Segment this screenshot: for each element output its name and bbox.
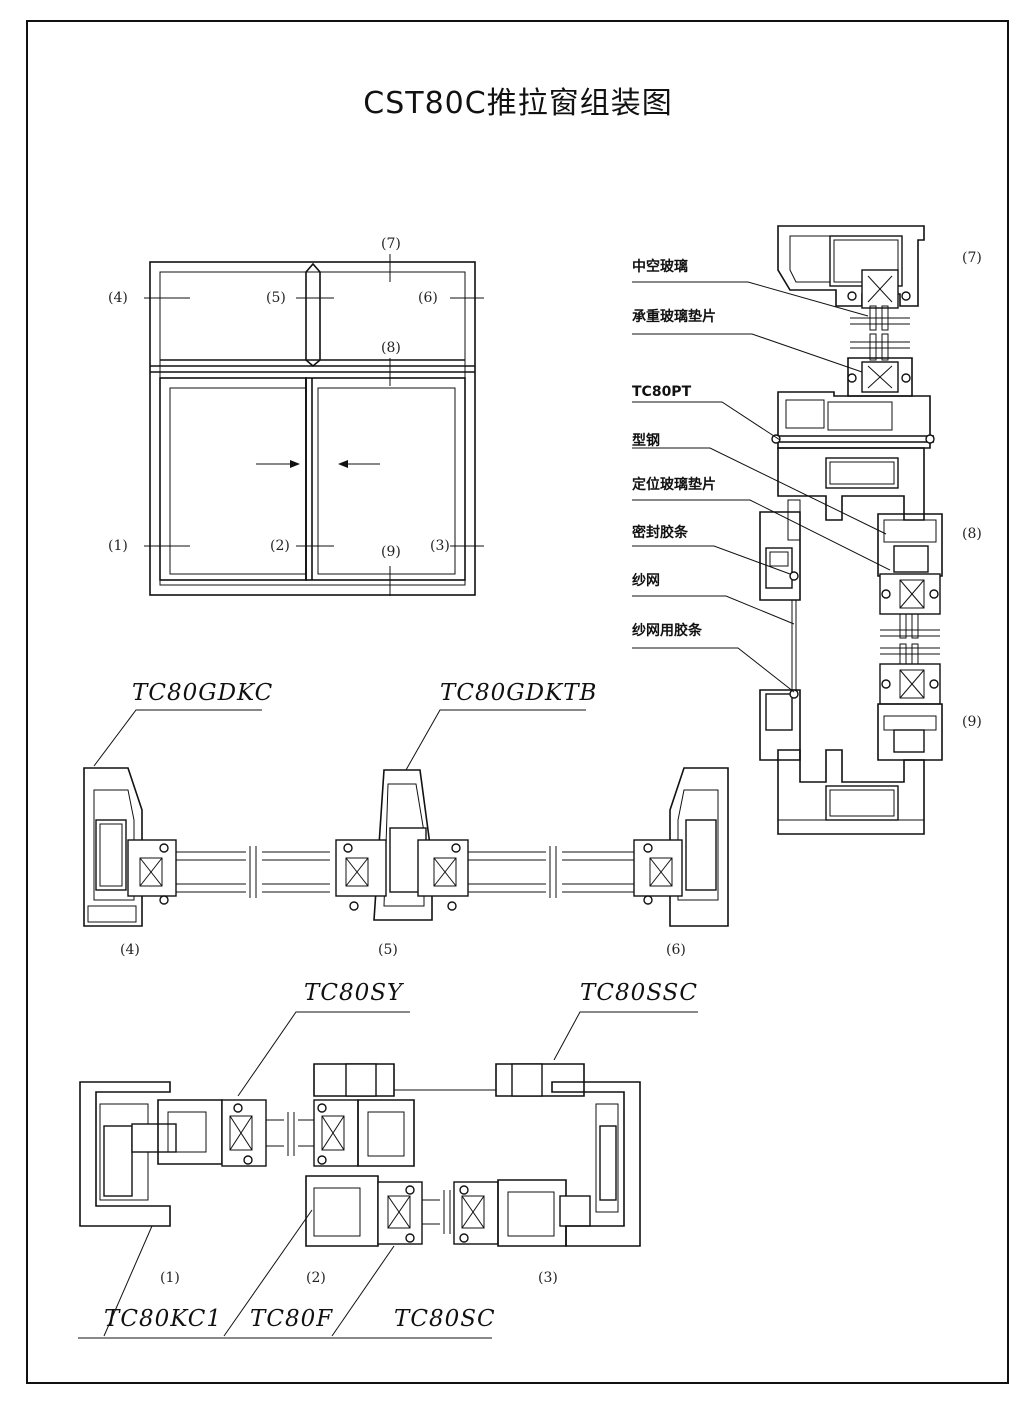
section-mark-8: (8) [962,526,982,542]
elevation-mark-8: (8) [381,340,401,356]
upper-mark-6: (6) [666,942,686,958]
upper-mark-5: (5) [378,942,398,958]
elevation-mark-9: (9) [381,544,401,560]
callout-seal-strip: 密封胶条 [632,525,688,541]
drawing-title: CST80C推拉窗组装图 [363,86,673,121]
callout-steel-profile: 型钢 [632,433,660,449]
vertical-section [632,225,943,835]
code-tc80gdkc: TC80GDKC [132,680,274,706]
elevation-mark-2: (2) [270,538,290,554]
callout-screen-mesh: 纱网 [632,573,660,589]
lower-mark-3: (3) [538,1270,558,1286]
section-mark-9: (9) [962,714,982,730]
elevation-mark-3: (3) [430,538,450,554]
drawing-frame [26,20,1009,1384]
lower-mark-2: (2) [306,1270,326,1286]
code-tc80sy: TC80SY [304,980,404,1006]
elevation-mark-4: (4) [108,290,128,306]
window-elevation [144,254,484,596]
callout-tc80pt: TC80PT [632,384,692,400]
elevation-mark-7: (7) [381,236,401,252]
callout-insulating-glass: 中空玻璃 [632,259,688,275]
code-tc80gdktb: TC80GDKTB [440,680,598,706]
code-tc80sc: TC80SC [394,1306,496,1332]
lower-mark-1: (1) [160,1270,180,1286]
section-mark-7: (7) [962,250,982,266]
upper-section [83,709,729,927]
code-tc80f: TC80F [250,1306,334,1332]
lower-section [78,1011,698,1339]
callout-screen-strip: 纱网用胶条 [632,623,702,639]
upper-mark-4: (4) [120,942,140,958]
elevation-mark-1: (1) [108,538,128,554]
callout-load-glass-spacer: 承重玻璃垫片 [632,309,716,325]
callout-positioning-glass-spacer: 定位玻璃垫片 [632,477,716,493]
code-tc80ssc: TC80SSC [580,980,698,1006]
code-tc80kc1: TC80KC1 [104,1306,223,1332]
elevation-mark-6: (6) [418,290,438,306]
elevation-mark-5: (5) [266,290,286,306]
